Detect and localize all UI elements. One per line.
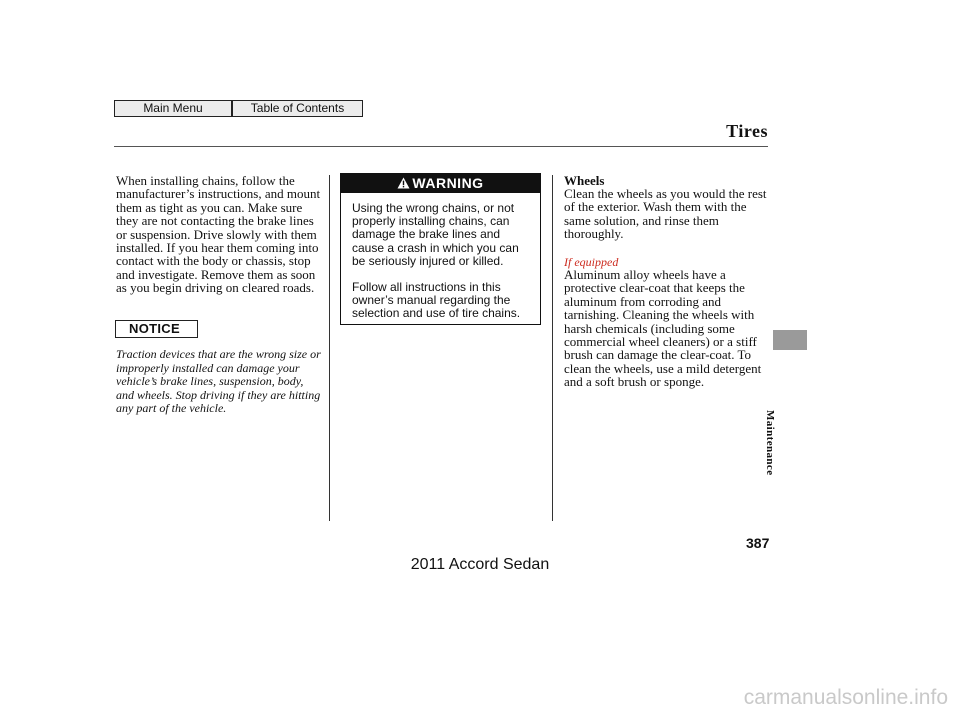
watermark: carmanualsonline.info <box>743 686 948 709</box>
wheels-cleaning-block: Clean the wheels as you would the rest o… <box>564 187 772 241</box>
wheels-paragraph-2: Aluminum alloy wheels have a protective … <box>564 267 762 390</box>
column-divider-right <box>552 175 553 521</box>
notice-badge: NOTICE <box>115 320 198 338</box>
page-number: 387 <box>746 535 770 551</box>
warning-paragraph-2: Follow all instructions in this owner’s … <box>352 280 521 321</box>
if-equipped-note: If equipped <box>564 255 619 269</box>
warning-paragraph-1: Using the wrong chains, or not properly … <box>352 201 519 268</box>
footer-caption: 2011 Accord Sedan <box>410 556 550 573</box>
header-divider <box>114 146 768 147</box>
alloy-wheels-block: Aluminum alloy wheels have a protective … <box>564 268 772 389</box>
column-divider-left <box>329 175 330 521</box>
chapter-tab <box>773 330 807 350</box>
warning-triangle-icon <box>397 175 410 194</box>
notice-text: Traction devices that are the wrong size… <box>116 347 321 415</box>
warning-label: WARNING <box>412 175 484 191</box>
left-column: When installing chains, follow the manuf… <box>116 174 324 295</box>
notice-text-block: Traction devices that are the wrong size… <box>116 347 322 416</box>
wheels-heading: Wheels <box>564 173 605 188</box>
warning-header: WARNING <box>341 174 540 193</box>
warning-box: WARNING Using the wrong chains, or not p… <box>340 173 541 325</box>
wheels-paragraph-1: Clean the wheels as you would the rest o… <box>564 186 767 242</box>
chapter-label: Maintenance <box>764 410 776 476</box>
main-menu-button[interactable]: Main Menu <box>114 100 232 117</box>
chains-install-paragraph: When installing chains, follow the manuf… <box>116 173 321 296</box>
table-of-contents-button[interactable]: Table of Contents <box>232 100 363 117</box>
section-title: Tires <box>726 121 768 141</box>
